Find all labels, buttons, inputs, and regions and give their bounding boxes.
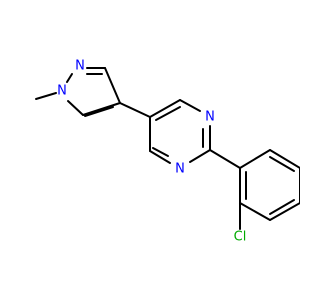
bond-pyrimidine-c5-c6-inner: [155, 106, 181, 121]
bond-pyrazole-pyrimidine: [119, 102, 151, 118]
atom-n-methyl: N: [57, 84, 67, 99]
atom-cl: Cl: [234, 230, 247, 245]
bond-pyrimidine-n3-c4-inner: [152, 147, 169, 157]
bond-pyrimidine-c6-n1: [179, 99, 201, 112]
bond-phenyl-c1-c2: [239, 149, 271, 169]
bond-phenyl-c5-c6: [239, 202, 271, 221]
bond-pyrazole-c3-c4: [104, 67, 121, 104]
bond-pyrimidine-phenyl: [209, 149, 241, 169]
atom-n-pyrimidine-top: N: [205, 110, 215, 125]
bond-pyrimidine-c2-n3: [189, 149, 211, 163]
bond-pyrazole-c4-c5: [82, 102, 121, 116]
bond-phenyl-c4-c5-inner: [269, 199, 295, 215]
bond-layer: [35, 67, 300, 230]
bond-pyrimidine-c5-c6: [149, 99, 181, 118]
bond-pyrimidine-n3-c4: [149, 150, 171, 164]
bond-pyrazole-c4-c5-inner: [84, 106, 114, 117]
bond-methyl-n: [35, 92, 57, 100]
molecule-structure: N N N N Cl: [35, 59, 300, 245]
bond-phenyl-c4-c5: [269, 202, 300, 221]
atom-n-pyrimidine-bottom: N: [175, 162, 185, 177]
atom-n-pyrazole: N: [75, 59, 85, 74]
bond-pyrazole-c5-n1: [67, 100, 84, 116]
bond-pyrazole-n1-n2: [66, 73, 73, 83]
bond-phenyl-c2-c3: [269, 149, 300, 169]
atom-labels: N N N N Cl: [57, 59, 246, 245]
bond-phenyl-c2-c3-inner: [269, 156, 295, 172]
